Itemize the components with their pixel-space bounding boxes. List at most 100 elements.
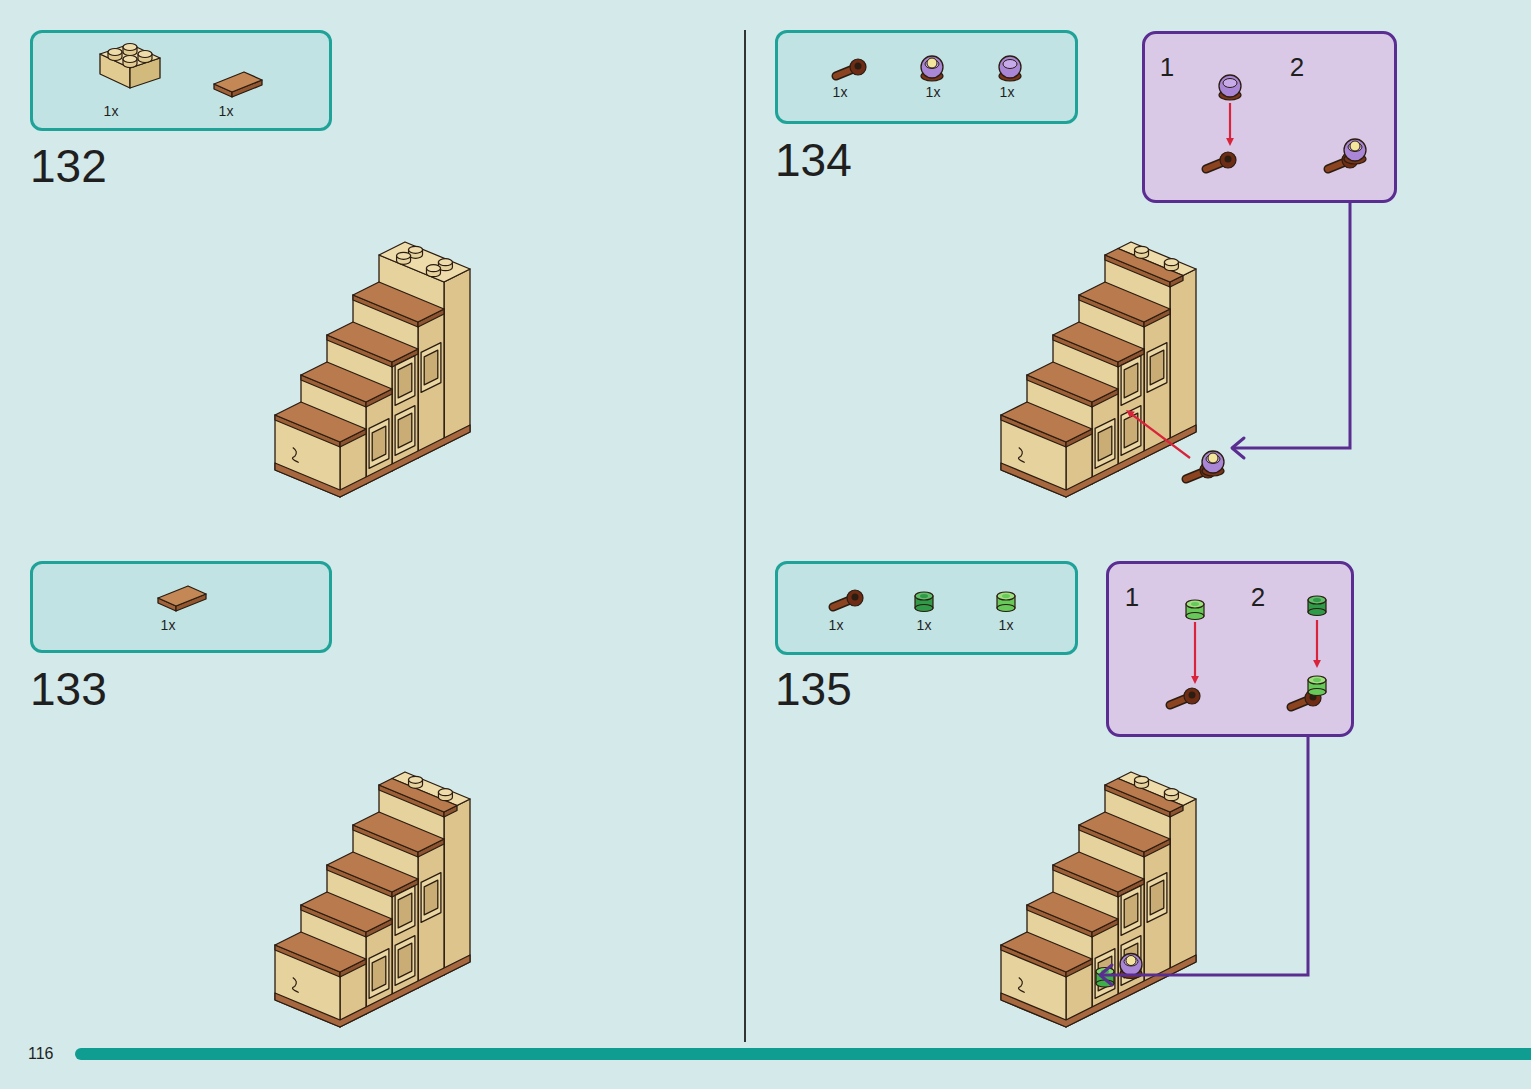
stem-hole	[1225, 156, 1232, 163]
bud-top	[1308, 676, 1326, 684]
page-number: 116	[28, 1045, 54, 1062]
substep-number: 2	[1251, 582, 1265, 612]
stem-disc	[850, 59, 866, 75]
window-opening	[1124, 363, 1138, 398]
callout-box-fill	[1106, 561, 1354, 737]
flower-petals	[1120, 954, 1142, 976]
window-opening	[1150, 350, 1164, 385]
window-frame	[421, 343, 441, 393]
window-frame	[1147, 343, 1167, 393]
stair-side	[444, 269, 470, 445]
stud-top	[409, 246, 423, 253]
stud-top	[108, 49, 122, 56]
window-frame	[1095, 419, 1115, 469]
tile-top	[1001, 402, 1092, 442]
flower-petals	[1202, 451, 1224, 473]
tile-top	[1027, 892, 1118, 932]
parts-box-fill	[30, 561, 332, 653]
substep-number: 1	[1125, 582, 1139, 612]
part-count: 1x	[219, 103, 234, 119]
step-number: 134	[775, 134, 852, 186]
stud-top	[426, 265, 440, 272]
window-frame	[421, 873, 441, 923]
parts-box: 1x1x	[30, 30, 332, 131]
base-plate	[1001, 425, 1196, 497]
window-frame	[1121, 406, 1141, 456]
bud-hole	[920, 594, 928, 598]
part-count: 1x	[1000, 84, 1015, 100]
model-134	[1001, 242, 1196, 497]
text-anchor: 1x	[917, 616, 932, 634]
window-frame	[395, 936, 415, 986]
text-anchor: 1x	[829, 616, 844, 634]
window-opening	[398, 363, 412, 398]
stud-top	[1164, 259, 1178, 266]
stem-hole	[852, 594, 859, 601]
text-anchor: 1x	[926, 83, 941, 101]
bud-top	[1308, 596, 1326, 604]
substep-callout: 12	[1106, 561, 1354, 737]
text-anchor: 1x	[833, 83, 848, 101]
insert-arrow	[1229, 103, 1231, 139]
tile-top	[275, 402, 366, 442]
stem-disc	[1184, 688, 1200, 704]
base-plate	[275, 425, 470, 497]
tile-top	[327, 322, 418, 362]
stem-disc	[1220, 152, 1236, 168]
text-anchor: 2	[1251, 582, 1265, 613]
stud-top	[1135, 776, 1149, 783]
part-count: 1x	[833, 84, 848, 100]
brick-top	[379, 242, 470, 282]
window-opening	[398, 413, 412, 448]
tile-top	[214, 72, 262, 92]
model-135	[1001, 772, 1196, 1027]
window-opening	[1098, 426, 1112, 461]
window-opening	[424, 350, 438, 385]
insert-arrowhead	[1191, 676, 1199, 684]
model-133	[275, 772, 470, 1027]
flower-petals	[1344, 139, 1366, 161]
window-frame	[395, 886, 415, 936]
text-anchor: 1x	[1000, 83, 1015, 101]
tile-top	[327, 852, 418, 892]
insert-arrow	[1316, 620, 1318, 661]
window-opening	[424, 880, 438, 915]
text-anchor: 2	[1290, 52, 1304, 83]
flower-center	[927, 58, 937, 68]
sticker	[1019, 447, 1025, 462]
step-number: 133	[30, 663, 107, 715]
parts-box: 1x	[30, 561, 332, 653]
bud-bottom	[1308, 689, 1326, 696]
callout-135-art	[1170, 596, 1326, 707]
insert-arrowhead	[1313, 660, 1321, 668]
part-count: 1x	[161, 617, 176, 633]
stair-side	[418, 309, 444, 458]
text-anchor: 1x	[161, 616, 176, 634]
tile-top	[353, 812, 444, 852]
insert-arrowhead	[1226, 138, 1234, 146]
divider	[744, 30, 746, 1042]
sticker	[293, 447, 299, 462]
bud-hole	[1002, 594, 1010, 598]
window-frame	[369, 419, 389, 469]
callout-134-art	[1206, 75, 1366, 169]
window-frame	[1121, 356, 1141, 406]
callout-leaders	[1100, 203, 1350, 985]
flower-petals	[999, 56, 1021, 78]
substep-number: 2	[1290, 52, 1304, 82]
tile-top	[1053, 852, 1144, 892]
callout-leader-head	[1232, 438, 1244, 458]
window-opening	[372, 426, 386, 461]
callout-leader	[1232, 203, 1350, 448]
stud-top	[1164, 789, 1178, 796]
stud-top	[1135, 246, 1149, 253]
stair-side	[1170, 799, 1196, 975]
flower-center	[1350, 141, 1360, 151]
flower-petals	[921, 56, 943, 78]
stud-top	[438, 789, 452, 796]
bud-bottom	[1186, 613, 1204, 620]
tile-top	[301, 362, 392, 402]
stair-side	[444, 799, 470, 975]
